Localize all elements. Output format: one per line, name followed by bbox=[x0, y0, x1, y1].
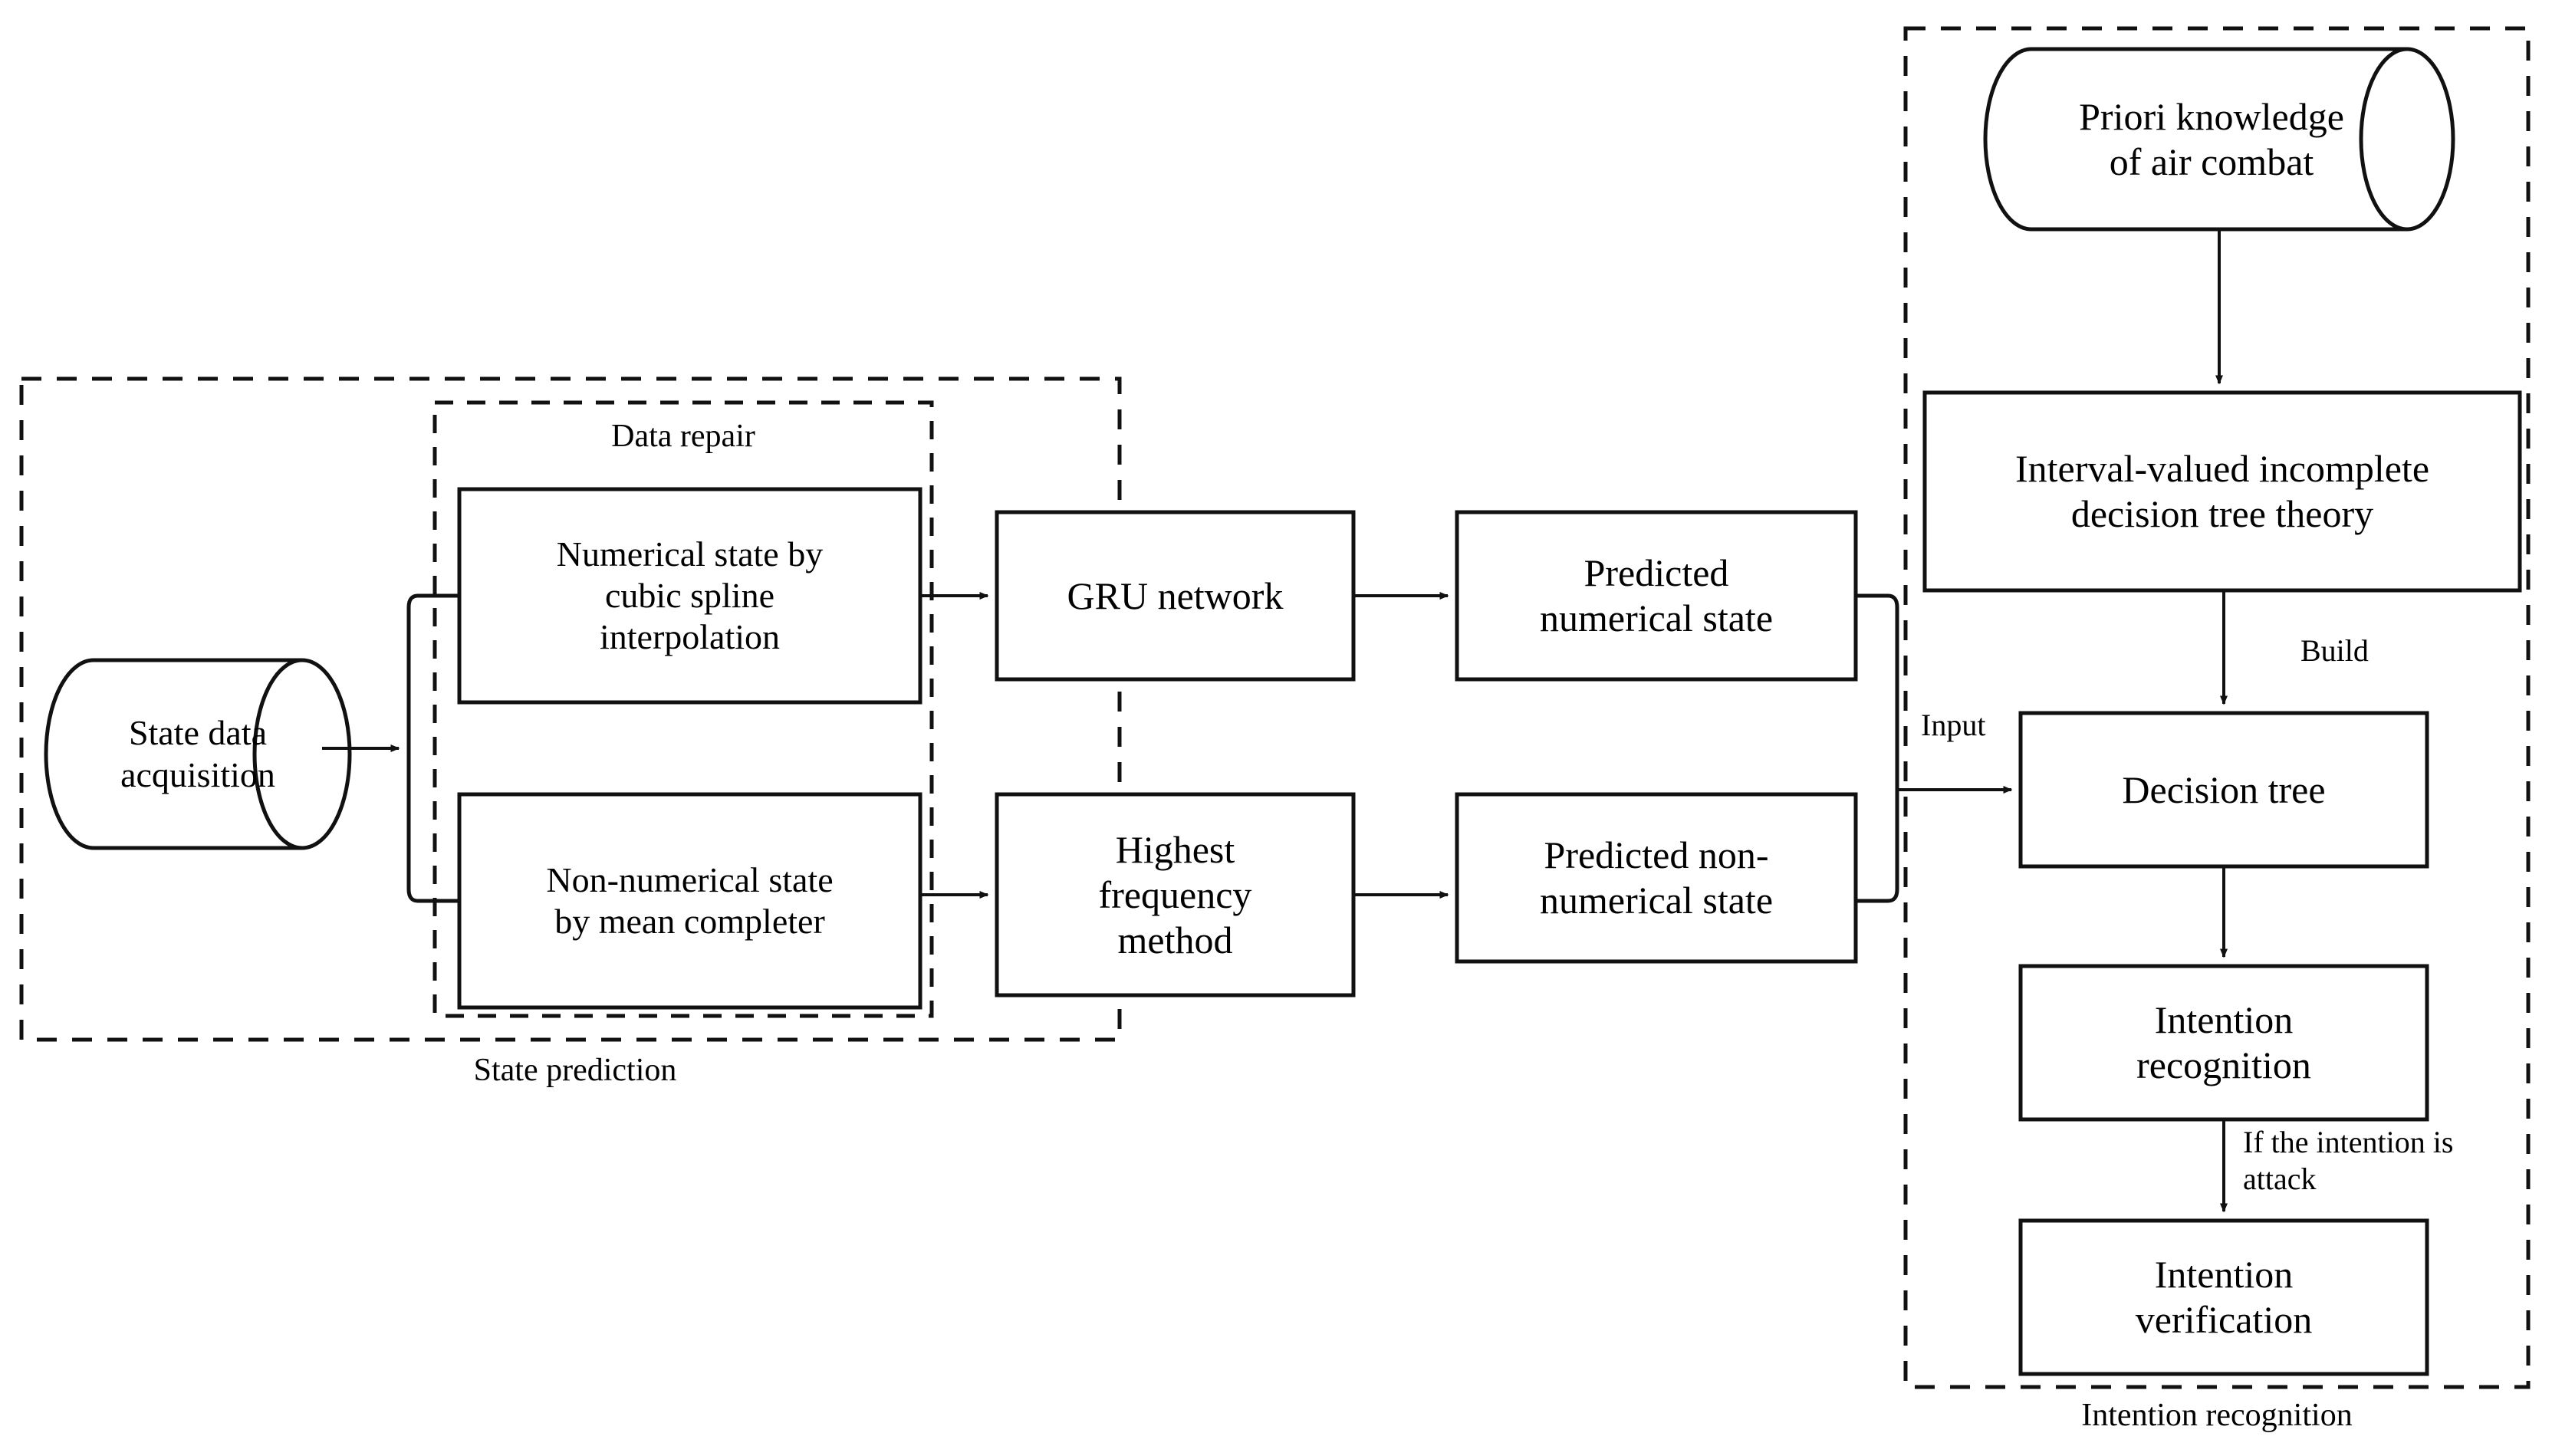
priori-knowledge-of-air-combat-shape bbox=[1983, 47, 2455, 232]
interval-valued-incomplete-decision-tree-theory-shape bbox=[1922, 390, 2522, 593]
group-data-repair-border bbox=[432, 400, 934, 1018]
group-intention-recognition-border bbox=[1903, 26, 2531, 1389]
group-state-prediction-border bbox=[19, 376, 1122, 1042]
predicted-non-numerical-state-shape bbox=[1455, 792, 1858, 964]
intention-recognition-node-shape bbox=[2018, 964, 2429, 1122]
group-caption-intention-recognition: Intention recognition bbox=[2081, 1398, 2353, 1433]
non-numerical-state-mean-completer-shape bbox=[457, 792, 922, 1010]
group-caption-state-prediction: State prediction bbox=[473, 1053, 677, 1088]
numerical-state-cubic-spline-shape bbox=[457, 487, 922, 705]
input-label: Input bbox=[1921, 708, 1986, 742]
merge-bracket-right bbox=[1856, 593, 1899, 903]
group-caption-data-repair: Data repair bbox=[611, 419, 755, 454]
highest-frequency-method-shape bbox=[995, 792, 1356, 998]
decision-tree-shape bbox=[2018, 711, 2429, 869]
if-intention-attack-label: If the intention is attack bbox=[2243, 1125, 2454, 1196]
gru-network-shape bbox=[995, 510, 1356, 682]
predicted-numerical-state-shape bbox=[1455, 510, 1858, 682]
state-data-acquisition-shape bbox=[44, 658, 352, 850]
intention-verification-shape bbox=[2018, 1218, 2429, 1376]
split-bracket-left bbox=[406, 593, 459, 903]
build-label: Build bbox=[2300, 633, 2369, 668]
